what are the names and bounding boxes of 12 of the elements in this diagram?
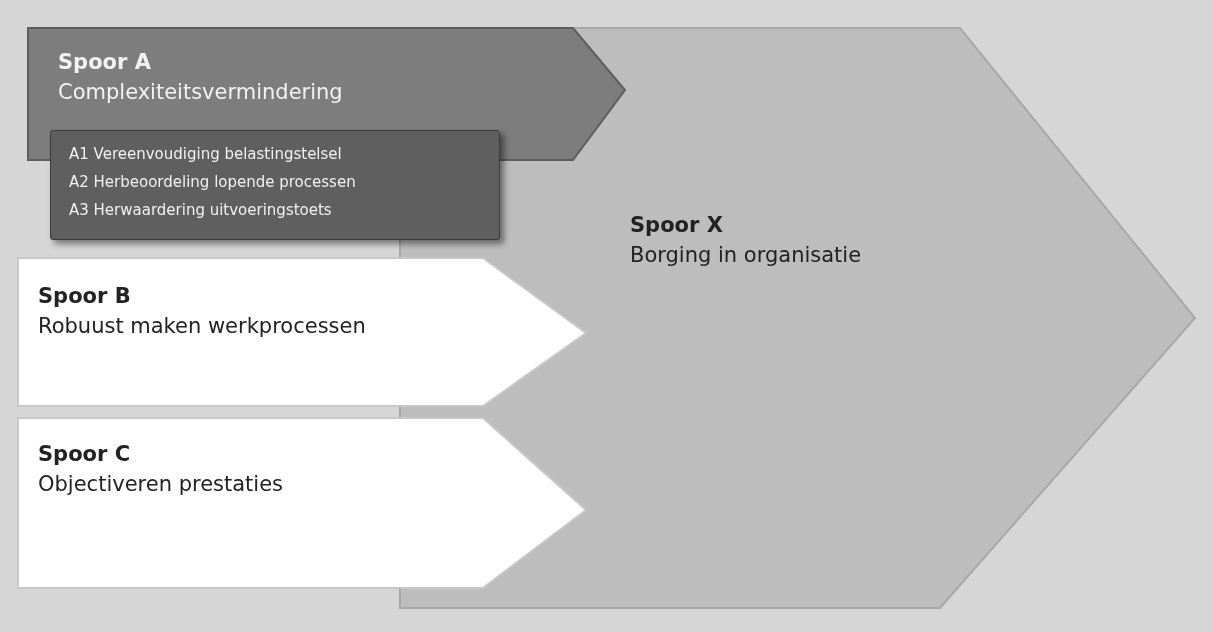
track-description: Objectiveren prestaties (38, 472, 284, 496)
track-description: Complexiteitsvermindering (58, 80, 343, 104)
track-heading: Spoor B (38, 284, 131, 308)
action-item: A1 Vereenvoudiging belastingstelsel (69, 145, 342, 163)
action-item: A2 Herbeoordeling lopende processen (69, 173, 356, 191)
track-heading: Spoor X (630, 213, 723, 237)
action-list-panel (50, 130, 500, 240)
track-heading: Spoor C (38, 442, 131, 466)
track-description: Borging in organisatie (630, 243, 862, 267)
action-item: A3 Herwaardering uitvoeringstoets (69, 201, 332, 219)
track-description: Robuust maken werkprocessen (38, 314, 366, 338)
track-heading: Spoor A (58, 50, 151, 74)
